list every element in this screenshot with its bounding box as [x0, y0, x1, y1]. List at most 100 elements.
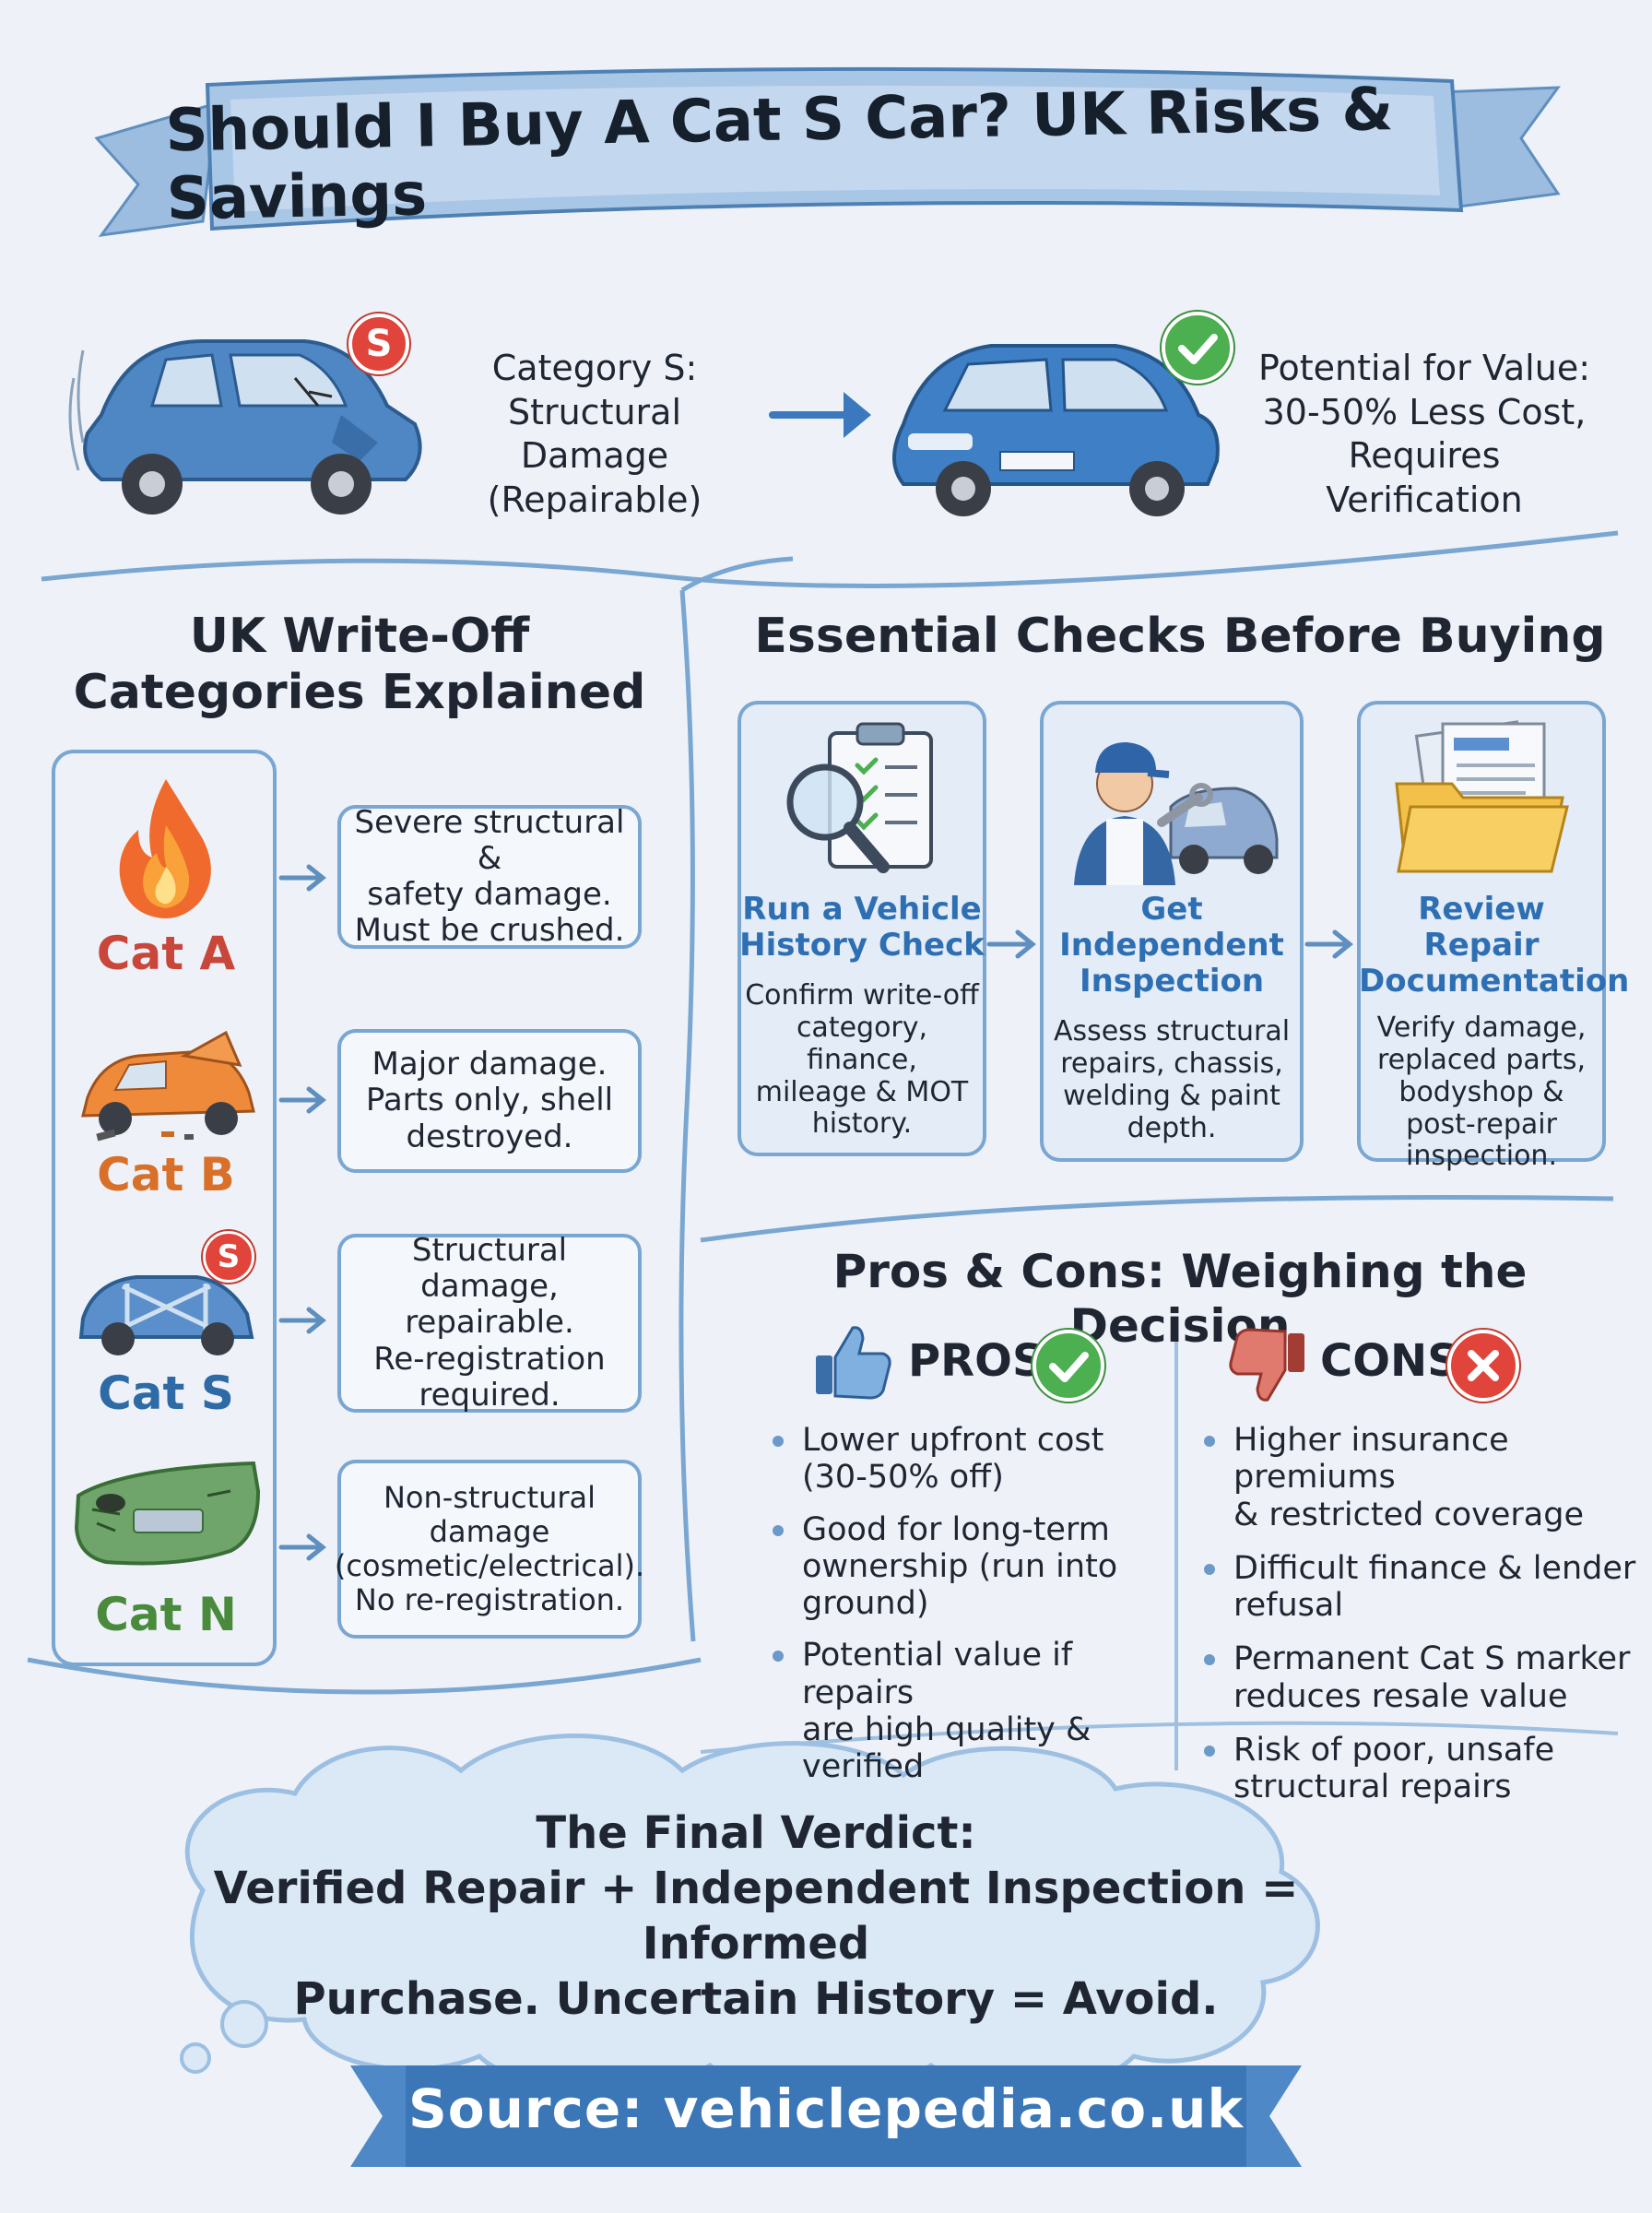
desc-line: Major damage.: [372, 1046, 608, 1083]
hero-category-text: Category S: Structural Damage (Repairabl…: [433, 347, 756, 522]
step-desc-line: repairs, chassis,: [1060, 1047, 1283, 1081]
pros-line: Lower upfront cost: [802, 1422, 1104, 1459]
hero-value-line: Potential for Value:: [1257, 348, 1591, 388]
step-title-line: Run a Vehicle: [742, 891, 982, 928]
desc-line: Re-registration: [373, 1340, 606, 1378]
desc-line: destroyed.: [406, 1118, 573, 1155]
step-1-description: Confirm write-off category, finance, mil…: [739, 979, 985, 1141]
step-title-line: Inspection: [1079, 963, 1265, 1000]
step-desc-line: bodyshop &: [1398, 1075, 1564, 1108]
cat-s-small-badge: S: [203, 1231, 254, 1283]
desc-line: safety damage.: [367, 876, 612, 913]
hero-value-line: 30-50% Less Cost,: [1262, 391, 1587, 432]
step-desc-line: Confirm write-off: [745, 979, 979, 1012]
bullet-icon: [1204, 1745, 1215, 1757]
cat-b-description: Major damage. Parts only, shell destroye…: [339, 1031, 640, 1171]
cons-line: structural repairs: [1233, 1769, 1512, 1805]
pros-item: Lower upfront cost (30-50% off): [773, 1422, 1169, 1497]
pros-line: Good for long-term: [802, 1510, 1110, 1548]
bullet-icon: [773, 1651, 784, 1663]
step-1: Run a Vehicle History Check Confirm writ…: [739, 891, 985, 1141]
cons-item: Higher insurance premiums & restricted c…: [1204, 1422, 1637, 1533]
bullet-icon: [773, 1436, 784, 1447]
categories-title-line: UK Write-Off: [189, 609, 530, 664]
thumbs-up-icon: [816, 1326, 891, 1400]
cons-list: Higher insurance premiums & restricted c…: [1204, 1422, 1637, 1805]
hero-category-line: Structural Damage: [507, 391, 682, 477]
cons-item: Difficult finance & lender refusal: [1204, 1550, 1637, 1625]
final-verdict: The Final Verdict: Verified Repair + Ind…: [212, 1805, 1300, 2027]
cons-line: & restricted coverage: [1233, 1496, 1584, 1533]
desc-line: No re-registration.: [354, 1581, 625, 1617]
bullet-icon: [773, 1524, 784, 1536]
step-3-description: Verify damage, replaced parts, bodyshop …: [1359, 1012, 1604, 1173]
step-desc-line: history.: [811, 1107, 913, 1141]
cat-s-description: Structural damage, repairable. Re-regist…: [339, 1232, 640, 1414]
pros-item: Potential value if repairs are high qual…: [773, 1637, 1169, 1785]
verdict-line: Purchase. Uncertain History = Avoid.: [293, 1973, 1219, 2025]
damaged-car-icon: [68, 339, 422, 515]
hero-category-line: (Repairable): [487, 479, 702, 520]
categories-title: UK Write-Off Categories Explained: [55, 609, 664, 722]
step-3-title: Review Repair Documentation: [1359, 891, 1630, 1000]
desc-line: Severe structural &: [354, 803, 625, 877]
bullet-icon: [1204, 1436, 1215, 1447]
check-badge-icon: [1162, 312, 1233, 384]
bullet-icon: [1204, 1654, 1215, 1666]
step-desc-line: welding & paint: [1063, 1079, 1280, 1112]
step-3: Review Repair Documentation Verify damag…: [1359, 891, 1630, 1173]
cat-a-description: Severe structural & safety damage. Must …: [339, 803, 640, 948]
cons-item: Risk of poor, unsafe structural repairs: [1204, 1732, 1637, 1806]
page-title: Should I Buy A Cat S Car? UK Risks & Sav…: [164, 76, 1394, 234]
flame-icon: [119, 779, 211, 918]
step-title-line: Get Independent: [1059, 891, 1284, 964]
pros-line: are high quality & verified: [802, 1710, 1092, 1785]
mechanic-icon: [1074, 742, 1279, 885]
pros-heading: PROS: [908, 1335, 1044, 1387]
folder-documents-icon: [1395, 720, 1569, 873]
car-frame-icon: [78, 1275, 254, 1355]
step-2-description: Assess structural repairs, chassis, weld…: [1042, 1015, 1302, 1144]
pros-line: (30-50% off): [802, 1459, 1004, 1497]
step-title-line: History Check: [739, 927, 985, 964]
step-desc-line: mileage & MOT: [755, 1075, 969, 1108]
cat-a-label: Cat A: [96, 927, 236, 980]
cons-line: refusal: [1233, 1587, 1344, 1624]
proscons-title: Pros & Cons: Weighing the Decision: [832, 1245, 1528, 1353]
source-link[interactable]: Source: vehiclepedia.co.uk: [407, 2077, 1245, 2140]
pros-list: Lower upfront cost (30-50% off) Good for…: [773, 1422, 1169, 1785]
pros-line: ownership (run into: [802, 1547, 1118, 1585]
step-desc-line: post-repair: [1406, 1107, 1557, 1141]
wrecked-car-icon: [81, 1030, 255, 1142]
verdict-line: The Final Verdict:: [536, 1807, 976, 1859]
desc-line: Structural damage,: [411, 1232, 568, 1306]
step-2-title: Get Independent Inspection: [1042, 891, 1302, 1000]
desc-line: Non-structural: [383, 1480, 596, 1516]
cons-line: reduces resale value: [1233, 1677, 1568, 1715]
bullet-icon: [1204, 1563, 1215, 1575]
cons-line: Difficult finance & lender: [1233, 1549, 1636, 1587]
pros-line: Potential value if repairs: [802, 1637, 1073, 1711]
desc-line: damage: [429, 1514, 550, 1550]
cat-s-label: Cat S: [98, 1367, 234, 1420]
step-desc-line: depth.: [1127, 1111, 1217, 1144]
categories-title-line: Categories Explained: [73, 665, 646, 721]
cons-line: Higher insurance premiums: [1233, 1422, 1509, 1497]
cat-n-label: Cat N: [95, 1588, 237, 1641]
desc-line: repairable.: [405, 1304, 574, 1342]
cons-heading: CONS: [1320, 1335, 1459, 1387]
hero-value-text: Potential for Value: 30-50% Less Cost, R…: [1245, 347, 1604, 522]
pros-line: ground): [802, 1585, 929, 1622]
step-desc-line: Assess structural: [1053, 1015, 1291, 1048]
step-desc-line: inspection.: [1406, 1140, 1557, 1173]
cons-line: Risk of poor, unsafe: [1233, 1731, 1555, 1769]
step-1-title: Run a Vehicle History Check: [739, 891, 985, 964]
bumper-icon: [74, 1461, 261, 1566]
step-title-line: Documentation: [1359, 963, 1630, 1000]
desc-line: required.: [419, 1376, 560, 1414]
hero-value-line: Requires Verification: [1326, 435, 1523, 520]
desc-line: Parts only, shell: [365, 1082, 614, 1119]
thumbs-down-icon: [1229, 1328, 1304, 1402]
cons-x-icon: [1447, 1330, 1519, 1402]
cons-line: Permanent Cat S marker: [1233, 1640, 1631, 1678]
